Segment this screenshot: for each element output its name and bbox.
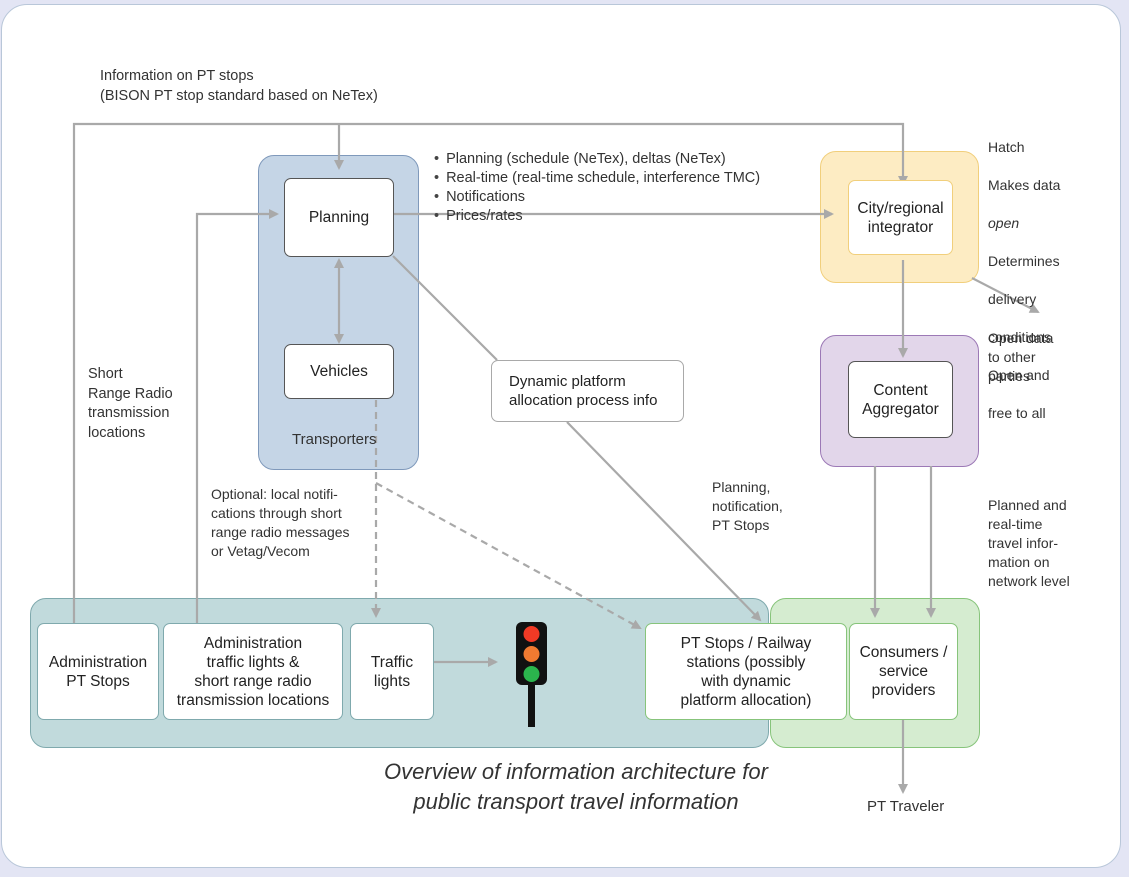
bullet-item: Real-time (real-time schedule, interfere… bbox=[434, 169, 760, 188]
traffic-lights-box: Traffic lights bbox=[350, 623, 434, 720]
integrator-open-data bbox=[971, 277, 1040, 313]
vehicles-box: Vehicles bbox=[284, 344, 394, 399]
pt-traveler-label: PT Traveler bbox=[867, 798, 945, 815]
traffic-light-icon bbox=[516, 622, 547, 727]
pt-stops-railway-box: PT Stops / Railway stations (possibly wi… bbox=[645, 623, 847, 720]
content-aggregator-box: Content Aggregator bbox=[848, 361, 953, 438]
stops-info-title: Information on PT stops bbox=[100, 68, 254, 84]
vehicles-to-pt-stops bbox=[375, 482, 642, 629]
short-range-radio-note: Short Range Radio transmission locations bbox=[88, 366, 173, 441]
planning-to-dynamic bbox=[392, 255, 498, 361]
planned-realtime-note: Planned and real-time travel infor- mati… bbox=[988, 497, 1070, 589]
transporters-label: Transporters bbox=[292, 431, 377, 448]
diagram-caption: Overview of information architecture for… bbox=[384, 759, 768, 814]
city-integrator-box: City/regional integrator bbox=[848, 180, 953, 255]
bullet-item: Notifications bbox=[434, 188, 760, 207]
admin-pt-stops-box: Administration PT Stops bbox=[37, 623, 159, 720]
dynamic-to-pt-stops bbox=[566, 421, 762, 622]
stops-info-subtitle: (BISON PT stop standard based on NeTex) bbox=[100, 88, 378, 104]
admin-traffic-box: Administration traffic lights & short ra… bbox=[163, 623, 343, 720]
bullet-item: Prices/rates bbox=[434, 207, 760, 226]
planning-box: Planning bbox=[284, 178, 394, 257]
stops-info-line bbox=[72, 122, 908, 624]
optional-note: Optional: local notifi- cations through … bbox=[211, 486, 350, 559]
hatch-note: Hatch Makes data open Determines deliver… bbox=[988, 139, 1061, 421]
bullet-item: Planning (schedule (NeTex), deltas (NeTe… bbox=[434, 150, 760, 169]
admin-traffic-to-planning bbox=[195, 209, 279, 624]
open-data-note: Open data to other parties bbox=[988, 330, 1054, 384]
dynamic-platform-box: Dynamic platform allocation process info bbox=[491, 360, 684, 422]
consumers-box: Consumers / service providers bbox=[849, 623, 958, 720]
data-flow-bullets: Planning (schedule (NeTex), deltas (NeTe… bbox=[434, 150, 760, 226]
planning-notification-note: Planning, notification, PT Stops bbox=[712, 479, 783, 533]
